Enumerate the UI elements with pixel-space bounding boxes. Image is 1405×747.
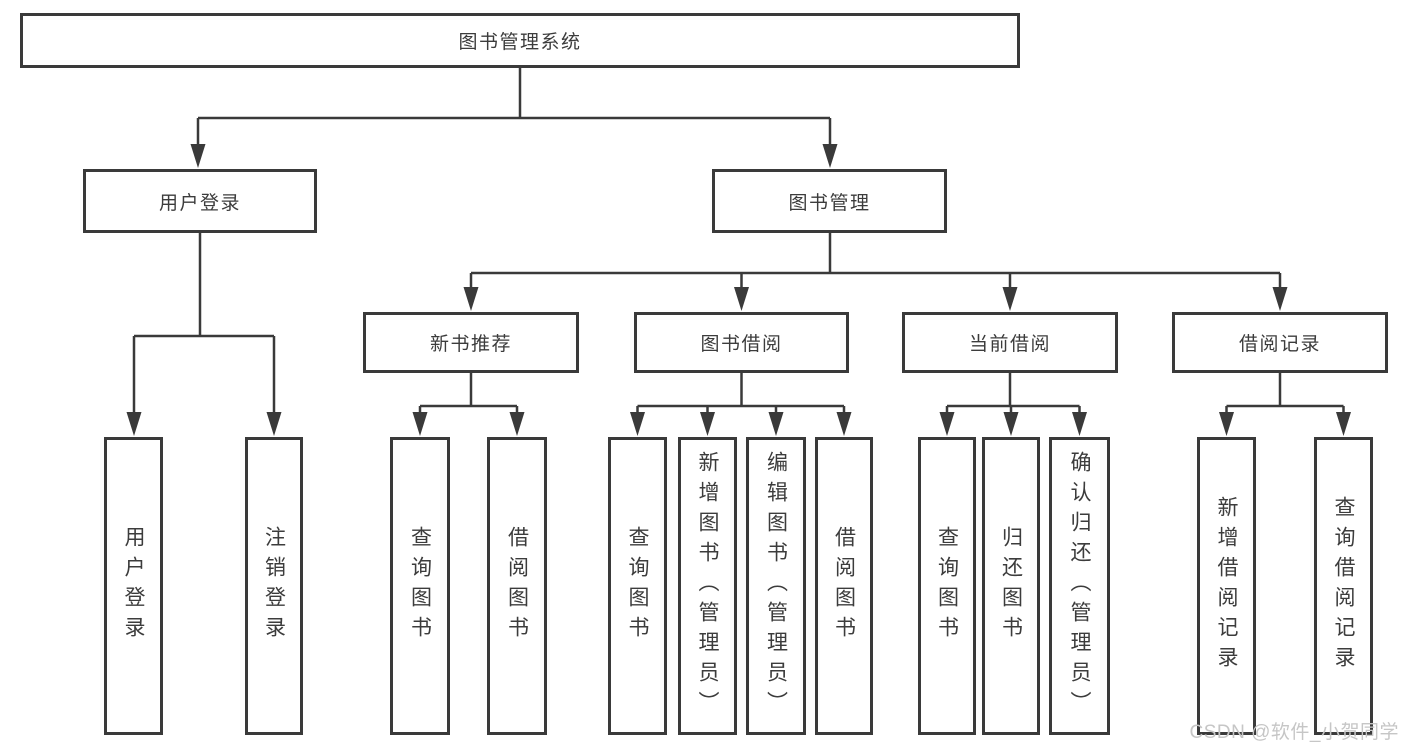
leaf-confirm-return-admin: 确认归还（管理员） bbox=[1049, 437, 1110, 735]
leaf-current-query-books: 查询图书 bbox=[918, 437, 976, 735]
leaf-return-books: 归还图书 bbox=[982, 437, 1040, 735]
leaf-logout: 注销登录 bbox=[245, 437, 303, 735]
leaf-query-borrow-record: 查询借阅记录 bbox=[1314, 437, 1373, 735]
node-borrow-records: 借阅记录 bbox=[1172, 312, 1388, 373]
watermark: CSDN @软件_小贺同学 bbox=[1189, 722, 1399, 743]
node-root: 图书管理系统 bbox=[20, 13, 1020, 68]
leaf-recommend-borrow-books: 借阅图书 bbox=[487, 437, 547, 735]
node-book-borrow: 图书借阅 bbox=[634, 312, 849, 373]
leaf-recommend-query-books: 查询图书 bbox=[390, 437, 450, 735]
leaf-edit-books-admin: 编辑图书（管理员） bbox=[746, 437, 806, 735]
node-user-login: 用户登录 bbox=[83, 169, 317, 233]
leaf-borrow-books: 借阅图书 bbox=[815, 437, 873, 735]
leaf-add-borrow-record: 新增借阅记录 bbox=[1197, 437, 1256, 735]
leaf-user-login: 用户登录 bbox=[104, 437, 163, 735]
node-book-management: 图书管理 bbox=[712, 169, 947, 233]
leaf-add-books-admin: 新增图书（管理员） bbox=[678, 437, 737, 735]
node-current-borrow: 当前借阅 bbox=[902, 312, 1118, 373]
node-new-book-recommend: 新书推荐 bbox=[363, 312, 579, 373]
leaf-borrow-query-books: 查询图书 bbox=[608, 437, 667, 735]
